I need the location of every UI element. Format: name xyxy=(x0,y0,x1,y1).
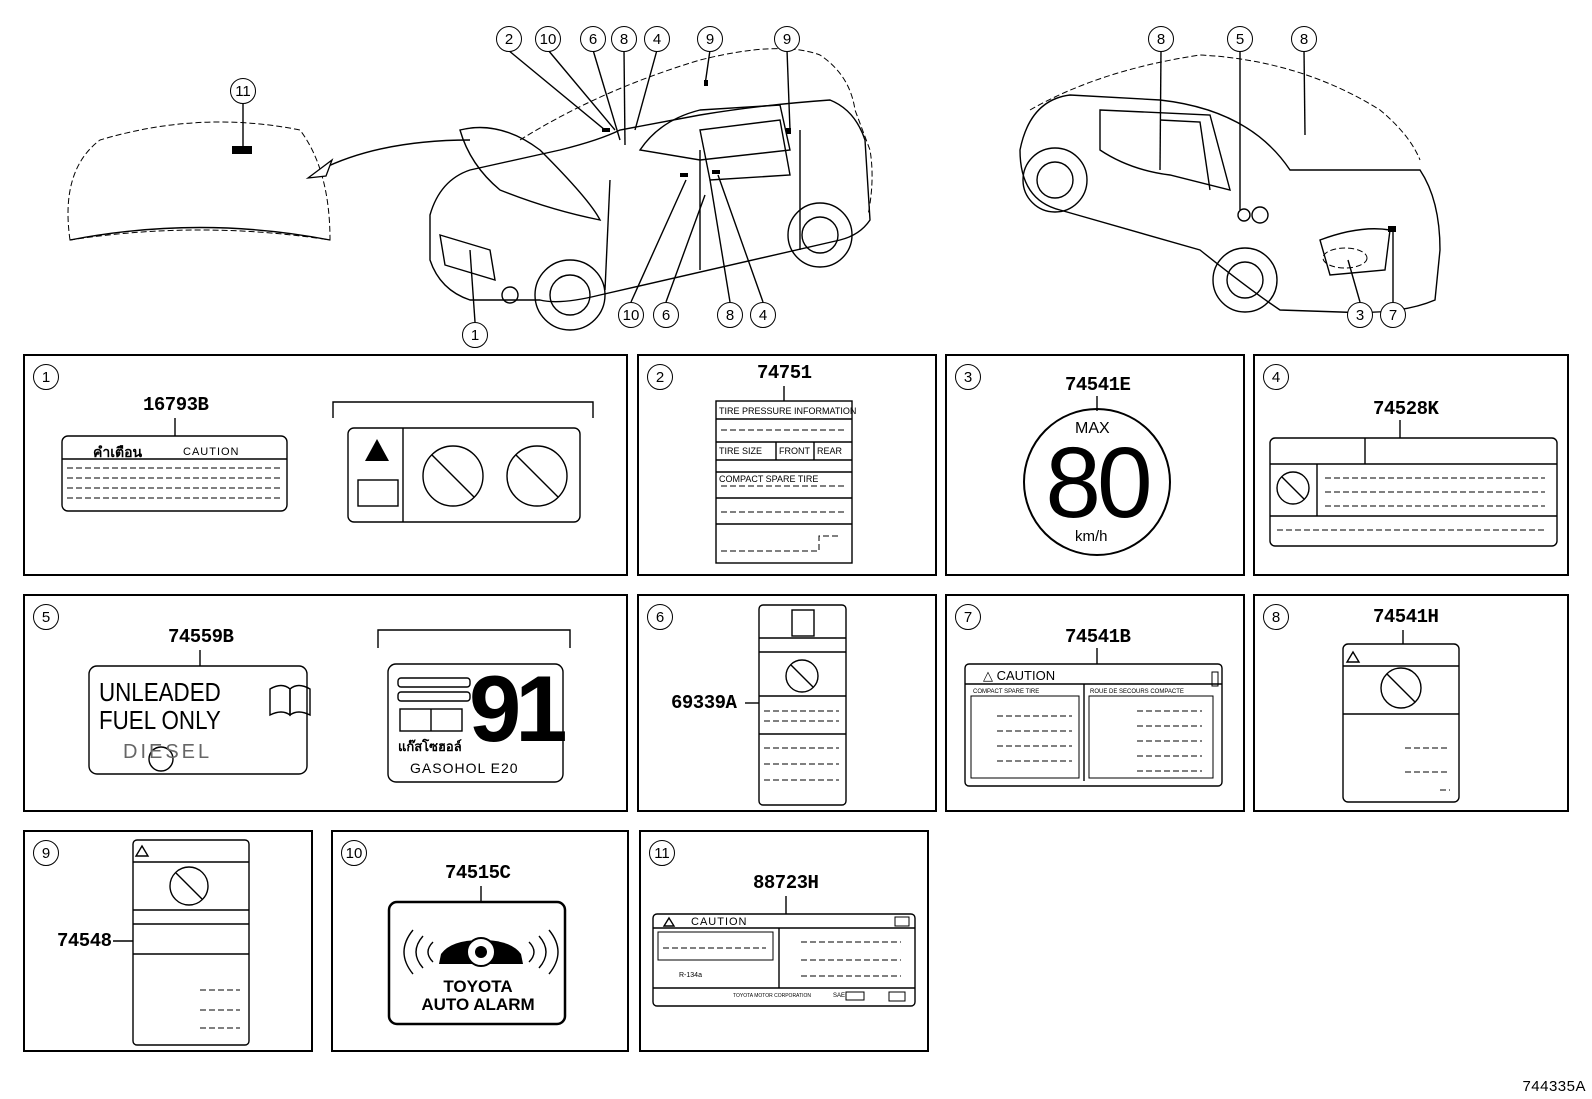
panel-8: 8 74541H xyxy=(1253,594,1569,812)
panel-index: 8 xyxy=(1263,604,1289,630)
caution-text: CAUTION xyxy=(183,446,240,458)
diesel-text: DIESEL xyxy=(123,741,213,763)
part-number: 74528K xyxy=(1373,398,1439,420)
part-number: 16793B xyxy=(143,394,209,416)
part-number: 74515C xyxy=(445,862,511,884)
front-label: FRONT xyxy=(779,446,810,456)
caution-text: △ CAUTION xyxy=(983,668,1056,683)
panel-9-art xyxy=(113,839,250,1046)
panel-index: 7 xyxy=(955,604,981,630)
panel-2: 2 74751 TIRE PRESSURE INFORMATION TIRE S… xyxy=(637,354,937,576)
panel-6-art xyxy=(745,604,847,806)
part-number: 74541E xyxy=(1065,374,1131,396)
gasohol-text: GASOHOL E20 xyxy=(410,760,519,776)
rear-car-illustration xyxy=(1019,49,1441,314)
hood-illustration xyxy=(67,102,471,241)
panel-1-art xyxy=(61,401,594,523)
rear-label: REAR xyxy=(817,446,843,456)
callout-rear-8b: 8 xyxy=(1291,26,1317,52)
caution-text: CAUTION xyxy=(691,916,748,928)
callout-2: 2 xyxy=(496,26,522,52)
callout-rear-5: 5 xyxy=(1227,26,1253,52)
callout-10b: 10 xyxy=(618,302,644,328)
callout-rear-8a: 8 xyxy=(1148,26,1174,52)
roue-text: ROUE DE SECOURS COMPACTE xyxy=(1090,689,1184,695)
speed-value: 80 xyxy=(1045,427,1152,539)
callout-1: 1 xyxy=(462,322,488,348)
diagram-code: 744335A xyxy=(1522,1078,1586,1095)
part-number: 74751 xyxy=(757,362,812,384)
panel-6: 6 69339A xyxy=(637,594,937,812)
panel-1: 1 16793B คำเตือน CAUTION xyxy=(23,354,628,576)
part-number: 74559B xyxy=(168,626,234,648)
part-number: 74541H xyxy=(1373,606,1439,628)
company-text: TOYOTA MOTOR CORPORATION xyxy=(733,993,811,999)
panel-index: 2 xyxy=(647,364,673,390)
panel-index: 10 xyxy=(341,840,367,866)
part-number: 69339A xyxy=(671,692,737,714)
panel-8-art xyxy=(1342,630,1460,803)
octane-number: 91 xyxy=(469,656,568,761)
callout-10: 10 xyxy=(535,26,561,52)
panel-index: 11 xyxy=(649,840,675,866)
panel-11-art xyxy=(652,896,916,1007)
panel-index: 4 xyxy=(1263,364,1289,390)
thai-gasohol-text: แก๊สโซฮอล์ xyxy=(398,739,462,754)
speed-unit: km/h xyxy=(1075,528,1108,545)
panel-index: 3 xyxy=(955,364,981,390)
callout-8b: 8 xyxy=(717,302,743,328)
callout-8: 8 xyxy=(611,26,637,52)
callout-rear-7: 7 xyxy=(1380,302,1406,328)
callout-6b: 6 xyxy=(653,302,679,328)
max-text: MAX xyxy=(1075,420,1110,437)
part-number: 74541B xyxy=(1065,626,1131,648)
panel-3: 3 74541E MAX 80 km/h xyxy=(945,354,1245,576)
compact-spare-text: COMPACT SPARE TIRE xyxy=(973,689,1040,695)
panel-3-art xyxy=(1023,396,1171,556)
r134a-text: R-134a xyxy=(679,972,702,979)
front-car-illustration xyxy=(429,48,873,331)
callout-11: 11 xyxy=(230,78,256,104)
callout-6: 6 xyxy=(580,26,606,52)
panel-index: 5 xyxy=(33,604,59,630)
panel-index: 6 xyxy=(647,604,673,630)
part-number: 74548 xyxy=(57,930,112,952)
caution-word: CAUTION xyxy=(996,668,1056,683)
fuel-only-text: FUEL ONLY xyxy=(99,705,221,735)
panel-index: 1 xyxy=(33,364,59,390)
toyota-text: TOYOTA xyxy=(443,977,513,996)
panel-7-art xyxy=(964,648,1223,787)
callout-9b: 9 xyxy=(774,26,800,52)
panel-2-art xyxy=(715,386,853,564)
callout-4: 4 xyxy=(644,26,670,52)
panel-index: 9 xyxy=(33,840,59,866)
tire-pressure-title: TIRE PRESSURE INFORMATION xyxy=(719,406,857,416)
thai-caution-text: คำเตือน xyxy=(93,444,143,460)
part-number: 88723H xyxy=(753,872,819,894)
panel-5: 5 74559B UNLEADED FUEL ONLY DIESEL 91 แก… xyxy=(23,594,628,812)
compact-spare-label: COMPACT SPARE TIRE xyxy=(719,474,819,484)
panel-9: 9 74548 xyxy=(23,830,313,1052)
sae-text: SAE xyxy=(833,993,846,999)
panel-4: 4 74528K xyxy=(1253,354,1569,576)
auto-alarm-text: AUTO ALARM xyxy=(421,995,535,1014)
panel-5-art xyxy=(88,629,571,783)
panel-11: 11 88723H CAUTION R-134a TOYOTA MOTOR CO… xyxy=(639,830,929,1052)
callout-9a: 9 xyxy=(697,26,723,52)
callout-rear-3: 3 xyxy=(1347,302,1373,328)
panel-10-art xyxy=(387,886,567,1026)
panel-10: 10 74515C TOYOTA AUTO ALARM xyxy=(331,830,629,1052)
tire-size-label: TIRE SIZE xyxy=(719,446,763,456)
panel-4-art xyxy=(1269,420,1558,547)
callout-4b: 4 xyxy=(750,302,776,328)
panel-7: 7 74541B △ CAUTION COMPACT SPARE TIRE RO… xyxy=(945,594,1245,812)
unleaded-text: UNLEADED xyxy=(99,677,221,707)
